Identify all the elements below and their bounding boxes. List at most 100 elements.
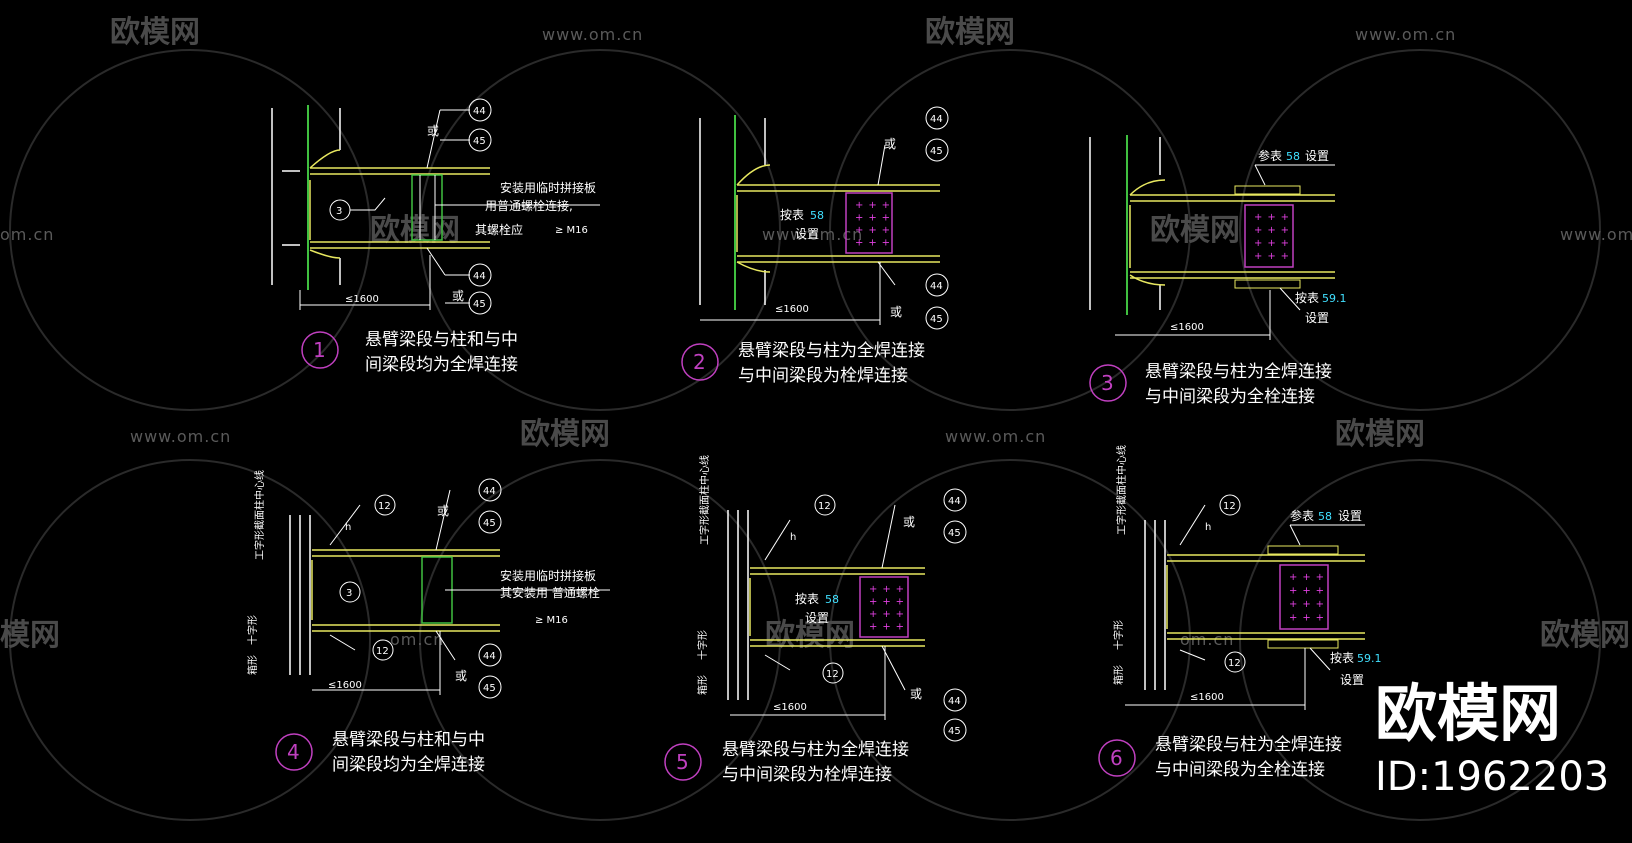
table-ref: 按表 bbox=[1295, 291, 1319, 305]
dimension-label: ≤1600 bbox=[1170, 322, 1204, 333]
detail-caption: 悬臂梁段与柱和与中 bbox=[365, 330, 518, 350]
weld-ref-12: 12 bbox=[376, 646, 389, 657]
bolt-mark: + bbox=[1289, 613, 1297, 624]
hf-label: h bbox=[1205, 522, 1211, 533]
table-ref: 按表 bbox=[795, 592, 819, 606]
bolt-mark: + bbox=[1254, 212, 1262, 223]
bolt-mark: + bbox=[1302, 572, 1310, 583]
watermark-url: www.om.cn bbox=[1560, 225, 1632, 244]
or-label: 或 bbox=[437, 504, 449, 518]
watermark-url: www.om.cn bbox=[1355, 25, 1456, 44]
weld-ref-44: 44 bbox=[483, 651, 496, 662]
column-type-label: 箱形 bbox=[696, 675, 709, 695]
weld-ref-44: 44 bbox=[473, 271, 486, 282]
bolt-mark: + bbox=[855, 225, 863, 236]
weld-ref-45: 45 bbox=[483, 518, 496, 529]
table-ref: 按表 bbox=[780, 208, 804, 222]
dimension-label: ≤1600 bbox=[328, 680, 362, 691]
watermark-url: www.om.cn bbox=[130, 427, 231, 446]
bolt-mark: + bbox=[1289, 572, 1297, 583]
table-number: 59.1 bbox=[1357, 652, 1382, 665]
bolt-mark: + bbox=[855, 200, 863, 211]
bolt-mark: + bbox=[855, 213, 863, 224]
weld-ref-12: 12 bbox=[1228, 658, 1241, 669]
watermark-logo: 欧模网 bbox=[765, 618, 855, 653]
watermark-logo: 欧模网 bbox=[1540, 618, 1630, 653]
watermark-url: www.om.cn bbox=[542, 25, 643, 44]
dimension-label: ≤1600 bbox=[345, 294, 379, 305]
bolt-size-label: ≥ M16 bbox=[535, 615, 568, 626]
or-label: 或 bbox=[455, 669, 467, 683]
bolt-size-label: ≥ M16 bbox=[555, 225, 588, 236]
brand-overlay: 欧模网 ID:1962203 bbox=[1375, 677, 1609, 800]
bolt-mark: + bbox=[896, 609, 904, 620]
table-ref: 参表 bbox=[1258, 148, 1282, 163]
table-ref: 设置 bbox=[795, 227, 819, 241]
detail-caption: 间梁段均为全焊连接 bbox=[365, 355, 518, 375]
detail-caption: 与中间梁段为全栓连接 bbox=[1155, 760, 1325, 780]
bolt-mark: + bbox=[882, 213, 890, 224]
weld-ref-45: 45 bbox=[473, 136, 486, 147]
bolt-mark: + bbox=[882, 597, 890, 608]
bolt-mark: + bbox=[1289, 586, 1297, 597]
table-number: 58 bbox=[1286, 150, 1300, 163]
table-number: 59.1 bbox=[1322, 292, 1347, 305]
detail-caption: 悬臂梁段与柱为全焊连接 bbox=[722, 740, 909, 760]
detail-number: 3 bbox=[1101, 371, 1114, 395]
detail-number: 6 bbox=[1110, 746, 1123, 770]
watermark-logo: 欧模网 bbox=[1150, 213, 1240, 248]
detail-4: 44 45 44 45 12 12 3 或 或 h 安装用临时拼接板 其安装用 … bbox=[246, 470, 610, 775]
bolt-mark: + bbox=[1302, 599, 1310, 610]
table-ref: 设置 bbox=[1338, 509, 1362, 523]
detail-caption: 悬臂梁段与柱为全焊连接 bbox=[1145, 362, 1332, 382]
detail-caption: 与中间梁段为栓焊连接 bbox=[738, 366, 908, 386]
detail-caption: 与中间梁段为栓焊连接 bbox=[722, 765, 892, 785]
bolt-mark: + bbox=[1302, 586, 1310, 597]
detail-number: 2 bbox=[693, 350, 706, 374]
column-type-label: 十字形 bbox=[1112, 620, 1125, 650]
bolt-mark: + bbox=[855, 238, 863, 249]
or-label: 或 bbox=[884, 137, 896, 151]
bolt-marks: ++++++++++++++++++++++++++++++++++++++++… bbox=[855, 200, 1324, 633]
temp-plate-note: 用普通螺栓连接, bbox=[485, 198, 573, 213]
column-type-label: 箱形 bbox=[1112, 665, 1125, 685]
bolt-mark: + bbox=[1254, 225, 1262, 236]
hf-label: h bbox=[790, 532, 796, 543]
bolt-mark: + bbox=[1302, 613, 1310, 624]
weld-ref-44: 44 bbox=[483, 486, 496, 497]
detail-1: 44 45 44 45 3 或 或 安装用临时拼接板 用普通螺栓连接, 其螺栓应… bbox=[271, 98, 600, 375]
bolt-mark: + bbox=[1289, 599, 1297, 610]
weld-ref-12: 12 bbox=[818, 501, 831, 512]
table-ref: 按表 bbox=[1330, 651, 1354, 665]
bolt-mark: + bbox=[882, 238, 890, 249]
weld-ref-44: 44 bbox=[948, 696, 961, 707]
bolt-mark: + bbox=[1281, 238, 1289, 249]
table-number: 58 bbox=[825, 593, 839, 606]
weld-ref-44: 44 bbox=[930, 114, 943, 125]
watermark-url: om.cn bbox=[0, 225, 54, 244]
bolt-mark: + bbox=[896, 597, 904, 608]
bolt-mark: + bbox=[1281, 212, 1289, 223]
bolt-mark: + bbox=[868, 200, 876, 211]
bolt-mark: + bbox=[1316, 572, 1324, 583]
watermark-logo: 模网 bbox=[0, 618, 60, 653]
weld-ref-45: 45 bbox=[483, 683, 496, 694]
bolt-mark: + bbox=[869, 584, 877, 595]
detail-5: 44 45 44 45 12 12 或 或 h 按表 58 设置 ≤1600 工… bbox=[664, 455, 967, 785]
brand-logo: 欧模网 bbox=[1375, 677, 1561, 750]
table-ref: 参表 bbox=[1290, 508, 1314, 523]
weld-ref-3: 3 bbox=[336, 206, 342, 217]
bolt-mark: + bbox=[882, 200, 890, 211]
weld-ref-45: 45 bbox=[948, 528, 961, 539]
detail-number: 1 bbox=[313, 338, 326, 362]
bolt-mark: + bbox=[1316, 586, 1324, 597]
watermark-url: www.om.cn bbox=[945, 427, 1046, 446]
temp-plate-note: 其螺栓应 bbox=[475, 222, 523, 237]
bolt-mark: + bbox=[896, 584, 904, 595]
bolt-mark: + bbox=[1267, 212, 1275, 223]
weld-ref-12: 12 bbox=[1223, 501, 1236, 512]
or-label: 或 bbox=[910, 687, 922, 701]
column-axis-label: 工字形截面柱中心线 bbox=[1115, 445, 1128, 535]
weld-ref-45: 45 bbox=[930, 146, 943, 157]
